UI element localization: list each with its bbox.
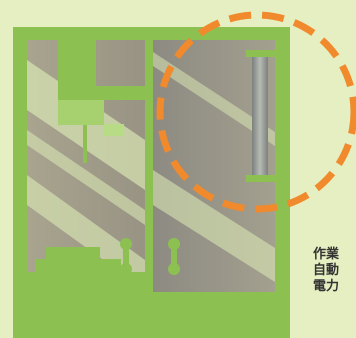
machine-spindle <box>83 125 87 163</box>
caption-text: 作業 自動 電力 <box>313 247 339 295</box>
cabinet-base <box>13 302 290 338</box>
caption-line: 電力 <box>313 279 340 294</box>
glass-reflection <box>153 52 275 146</box>
caption-line: 作業 <box>313 247 340 262</box>
glass-reflection <box>153 170 275 282</box>
door-handle-right <box>171 245 177 269</box>
caption-line: 自動 <box>313 263 340 278</box>
machine-tool <box>104 124 124 136</box>
door-handle-knob <box>168 263 180 275</box>
signal-lamp-tube <box>252 57 268 175</box>
door-handle-knob <box>168 238 180 250</box>
door-handle-left <box>123 245 129 269</box>
machine-base-step <box>27 272 145 292</box>
glass-reflection <box>27 130 145 225</box>
machine-base-step <box>35 259 121 272</box>
door-handle-knob <box>120 263 132 275</box>
machine-head <box>58 40 96 86</box>
callout-dashed-circle <box>156 11 356 213</box>
signal-lamp-cap-bottom <box>246 175 276 182</box>
door-handle-knob <box>120 238 132 250</box>
door-divider <box>145 40 153 292</box>
machine-arm <box>58 86 145 100</box>
machine-column <box>58 100 104 125</box>
signal-lamp-cap-top <box>246 50 276 57</box>
machine-base-step <box>46 247 100 259</box>
